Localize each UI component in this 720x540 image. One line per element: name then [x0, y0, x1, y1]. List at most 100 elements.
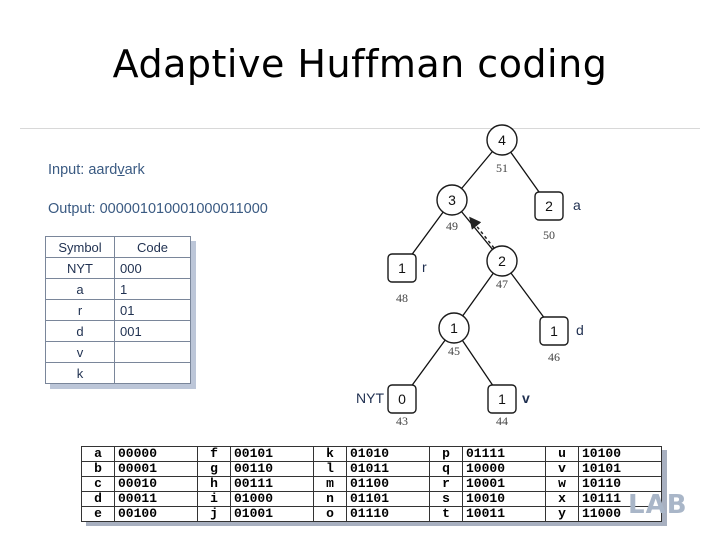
- symbol-cell: NYT: [45, 257, 115, 279]
- node-number: 46: [548, 350, 560, 364]
- node-weight: 3: [448, 192, 456, 208]
- code-cell: 000: [114, 257, 191, 279]
- node-weight: 2: [545, 198, 553, 214]
- fixed-code-cell: 00110: [230, 461, 314, 477]
- node-number: 43: [396, 414, 408, 428]
- code-cell: [114, 362, 191, 384]
- input-current-char: v: [117, 162, 125, 178]
- tree-node-n47: 2 47: [486, 245, 518, 291]
- letter-cell: j: [197, 506, 231, 522]
- node-weight: 0: [398, 391, 406, 407]
- node-weight: 1: [450, 320, 458, 336]
- leaf-node-shape: [487, 384, 517, 414]
- fixed-code-cell: 01010: [346, 446, 430, 462]
- internal-node-shape: [436, 184, 468, 216]
- leaf-node-shape: [387, 384, 417, 414]
- fixed-code-cell: 10110: [578, 476, 662, 492]
- node-number: 49: [446, 219, 458, 233]
- fixed-code-cell: 10001: [462, 476, 546, 492]
- letter-cell: r: [429, 476, 463, 492]
- input-line: Input: aardvark: [48, 162, 145, 178]
- letter-cell: s: [429, 491, 463, 507]
- fixed-code-cell: 10011: [462, 506, 546, 522]
- letter-cell: q: [429, 461, 463, 477]
- lab-logo: LAB: [628, 490, 688, 520]
- letter-cell: y: [545, 506, 579, 522]
- symbol-cell: k: [45, 362, 115, 384]
- fixed-code-cell: 10010: [462, 491, 546, 507]
- letter-cell: x: [545, 491, 579, 507]
- tree-node-n45: 1 45: [438, 312, 470, 358]
- fixed-code-cell: 00111: [230, 476, 314, 492]
- node-symbol-label: v: [522, 390, 530, 406]
- symbol-cell: d: [45, 320, 115, 342]
- letter-cell: v: [545, 461, 579, 477]
- node-weight: 1: [498, 391, 506, 407]
- fixed-code-cell: 01100: [346, 476, 430, 492]
- fixed-code-cell: 10100: [578, 446, 662, 462]
- letter-cell: o: [313, 506, 347, 522]
- slide-title: Adaptive Huffman coding: [112, 42, 608, 86]
- fixed-code-cell: 00101: [230, 446, 314, 462]
- letter-cell: e: [81, 506, 115, 522]
- leaf-node-shape: [539, 316, 569, 346]
- code-cell: 1: [114, 278, 191, 300]
- node-weight: 2: [498, 253, 506, 269]
- code-header: Code: [114, 236, 191, 258]
- input-after: ark: [124, 162, 145, 178]
- letter-cell: k: [313, 446, 347, 462]
- symbol-cell: v: [45, 341, 115, 363]
- code-cell: [114, 341, 191, 363]
- tree-node-root: 4 51: [486, 124, 518, 175]
- letter-cell: p: [429, 446, 463, 462]
- node-symbol-label: r: [422, 259, 427, 275]
- node-symbol-label: NYT: [356, 390, 384, 406]
- input-before: aard: [88, 162, 118, 178]
- node-number: 51: [496, 161, 508, 175]
- letter-cell: f: [197, 446, 231, 462]
- symbol-cell: r: [45, 299, 115, 321]
- symbol-header: Symbol: [45, 236, 115, 258]
- node-number: 50: [543, 228, 555, 242]
- output-line: Output: 000001010001000011000: [48, 201, 268, 217]
- letter-cell: h: [197, 476, 231, 492]
- tree-node-n43: 0 43 NYT: [356, 384, 417, 428]
- fixed-code-cell: 00011: [114, 491, 198, 507]
- node-number: 45: [448, 344, 460, 358]
- symbol-cell: a: [45, 278, 115, 300]
- node-weight: 4: [498, 132, 506, 148]
- leaf-node-shape: [387, 253, 417, 283]
- letter-cell: l: [313, 461, 347, 477]
- title-divider: [20, 128, 700, 129]
- fixed-code-cell: 00000: [114, 446, 198, 462]
- fixed-code-cell: 00100: [114, 506, 198, 522]
- letter-cell: m: [313, 476, 347, 492]
- letter-cell: c: [81, 476, 115, 492]
- code-cell: 001: [114, 320, 191, 342]
- letter-cell: b: [81, 461, 115, 477]
- tree-node-n48: 1 48 r: [387, 253, 427, 305]
- letter-cell: d: [81, 491, 115, 507]
- internal-node-shape: [486, 245, 518, 277]
- fixed-code-cell: 10000: [462, 461, 546, 477]
- fixed-code-cell: 01011: [346, 461, 430, 477]
- symbol-table-header: Symbol Code: [45, 236, 191, 258]
- letter-cell: u: [545, 446, 579, 462]
- node-number: 48: [396, 291, 408, 305]
- node-number: 47: [496, 277, 508, 291]
- letter-cell: i: [197, 491, 231, 507]
- node-weight: 1: [398, 260, 406, 276]
- letter-cell: g: [197, 461, 231, 477]
